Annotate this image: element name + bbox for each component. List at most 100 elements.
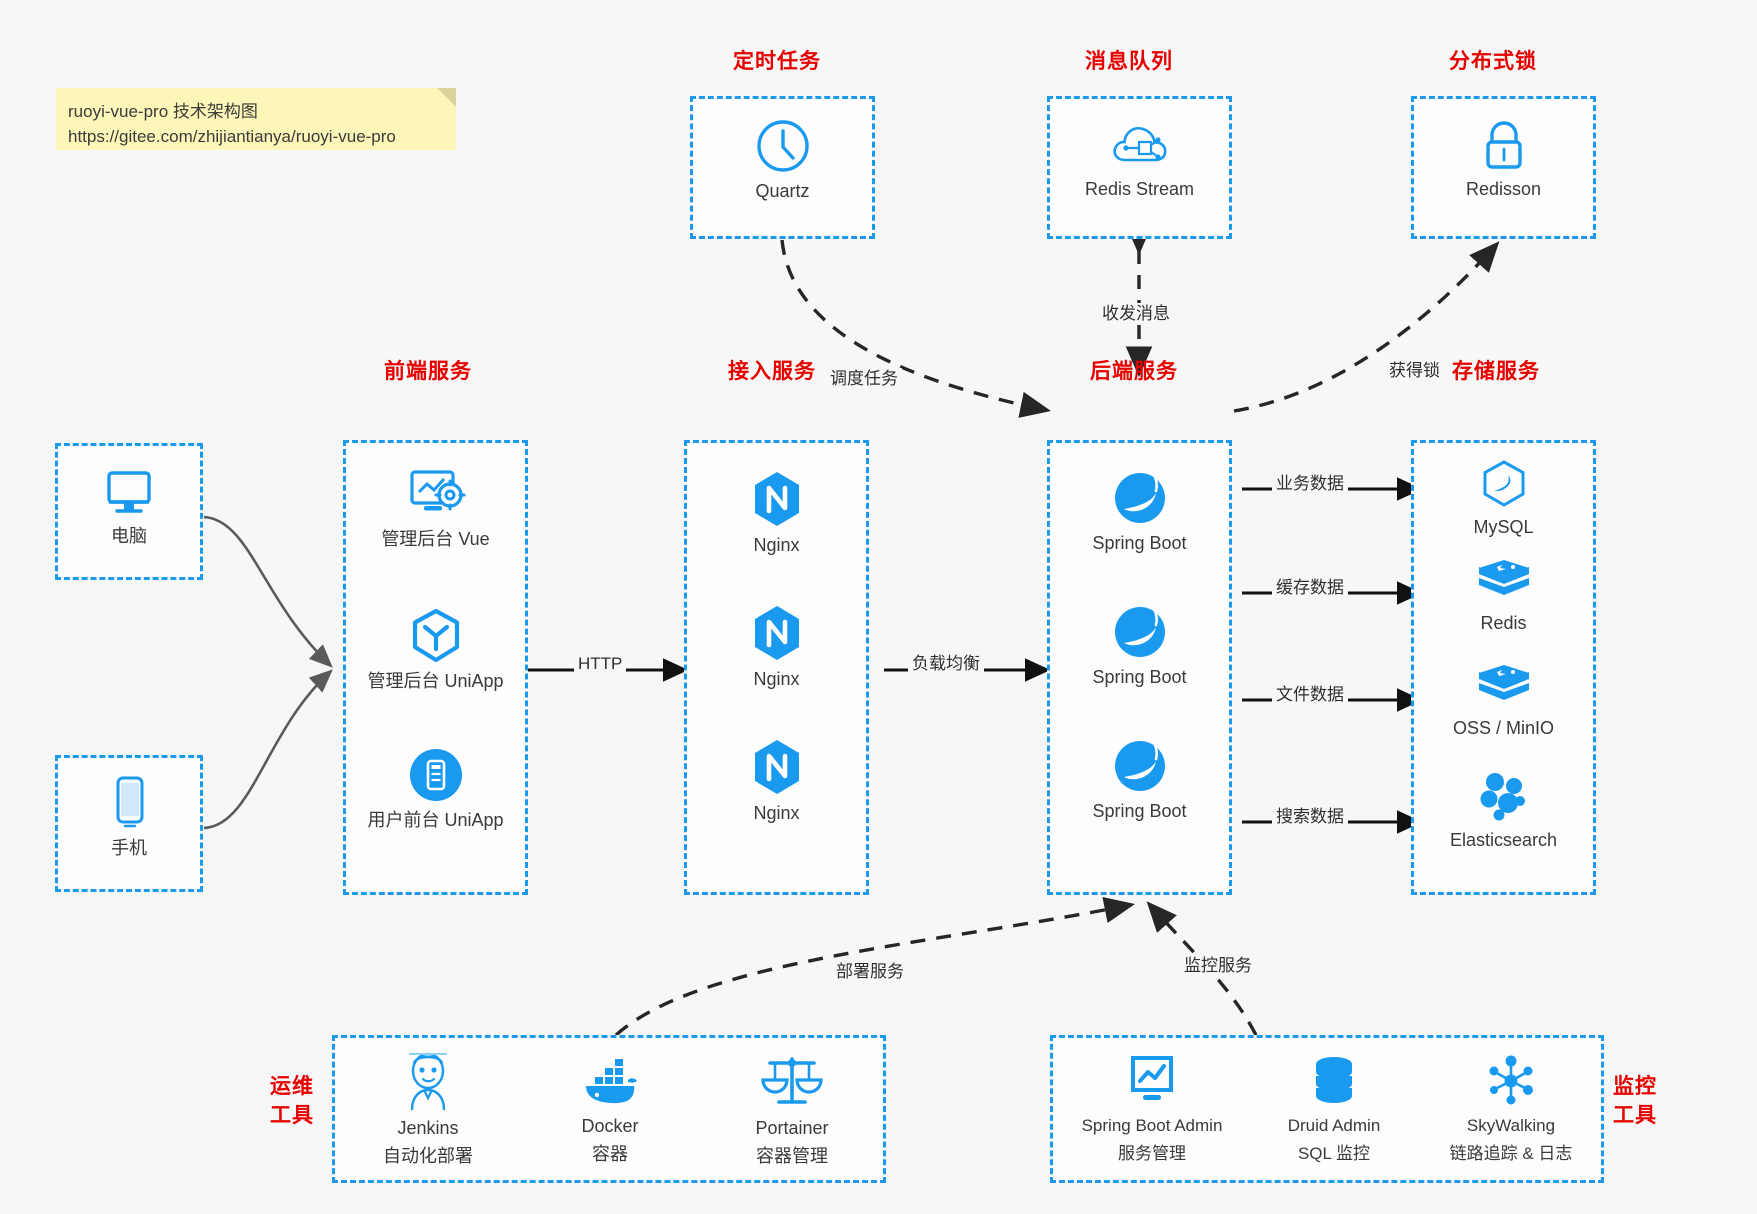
node-nginx-2[interactable]: Nginx: [687, 603, 866, 691]
node-label: MySQL: [1473, 517, 1534, 537]
node-desktop[interactable]: 电脑: [58, 464, 200, 548]
group-title-frontend: 前端服务: [384, 360, 472, 383]
elasticsearch-icon: [1480, 773, 1525, 821]
group-title-backend: 后端服务: [1090, 360, 1178, 383]
spring-boot-icon: [1114, 741, 1165, 791]
node-label: Spring Boot: [1092, 667, 1187, 687]
group-title-devops-line2: 工具: [270, 1104, 314, 1127]
mysql-icon: [1483, 460, 1524, 507]
node-oss-minio[interactable]: OSS / MinIO: [1414, 662, 1593, 740]
node-label: Druid Admin: [1287, 1116, 1381, 1135]
group-box-message-queue: Redis Stream: [1047, 96, 1232, 239]
node-admin-uniapp[interactable]: 管理后台 UniApp: [346, 607, 525, 693]
group-box-backend: Spring Boot Spring Boot Spring Boot: [1047, 440, 1232, 895]
node-label: Spring Boot: [1092, 533, 1187, 553]
edge-label-business-data: 业务数据: [1272, 473, 1348, 495]
edge-label-cache-data: 缓存数据: [1272, 577, 1348, 599]
group-box-desktop-client: 电脑: [55, 443, 203, 580]
edge-label-deploy-service: 部署服务: [832, 961, 908, 983]
node-nginx-3[interactable]: Nginx: [687, 737, 866, 825]
node-sublabel: 链路追踪 & 日志: [1449, 1144, 1573, 1163]
node-mysql[interactable]: MySQL: [1414, 459, 1593, 539]
node-spring-boot-3[interactable]: Spring Boot: [1050, 737, 1229, 823]
node-label: Redisson: [1465, 179, 1542, 199]
group-box-gateway: Nginx Nginx Nginx: [684, 440, 869, 895]
node-sublabel: 容器管理: [756, 1146, 828, 1166]
node-sublabel: 服务管理: [1118, 1144, 1186, 1163]
node-label: Portainer: [755, 1118, 829, 1138]
node-sublabel: 自动化部署: [383, 1146, 473, 1166]
note-title: ruoyi-vue-pro 技术架构图: [68, 102, 258, 121]
node-druid-admin[interactable]: Druid Admin SQL 监控: [1249, 1052, 1419, 1166]
group-title-scheduled-task: 定时任务: [733, 50, 821, 73]
mobile-app-icon: [409, 749, 462, 801]
node-label: 管理后台 Vue: [381, 529, 490, 549]
node-label: Spring Boot: [1092, 801, 1187, 821]
node-redis[interactable]: Redis: [1414, 557, 1593, 635]
node-portainer[interactable]: Portainer 容器管理: [707, 1050, 877, 1168]
group-box-scheduled-task: Quartz: [690, 96, 875, 239]
node-spring-boot-2[interactable]: Spring Boot: [1050, 603, 1229, 689]
node-label: Nginx: [753, 535, 800, 555]
group-title-devops: 运维 工具: [262, 1072, 322, 1130]
phone-icon: [116, 776, 144, 828]
group-box-monitoring: Spring Boot Admin 服务管理 Druid Admin SQL 监…: [1050, 1035, 1604, 1183]
node-spring-boot-admin[interactable]: Spring Boot Admin 服务管理: [1057, 1052, 1247, 1166]
node-label: Redis Stream: [1084, 179, 1195, 199]
edge-label-schedule-task: 调度任务: [826, 368, 902, 390]
edge-label-monitor-service: 监控服务: [1180, 955, 1256, 977]
group-box-storage: MySQL Redis OSS / MinIO: [1411, 440, 1596, 895]
clock-icon: [756, 120, 809, 172]
node-user-uniapp[interactable]: 用户前台 UniApp: [346, 746, 525, 832]
node-label: OSS / MinIO: [1452, 718, 1555, 738]
redis-icon: [1478, 560, 1529, 595]
group-title-devops-line1: 运维: [270, 1075, 314, 1098]
skywalking-icon: [1489, 1055, 1533, 1105]
node-spring-boot-1[interactable]: Spring Boot: [1050, 469, 1229, 555]
node-label: Quartz: [755, 181, 810, 201]
note-url: https://gitee.com/zhijiantianya/ruoyi-vu…: [68, 127, 396, 146]
node-label: Spring Boot Admin: [1081, 1116, 1223, 1135]
group-title-gateway: 接入服务: [728, 360, 816, 383]
group-box-frontend: 管理后台 Vue 管理后台 UniApp 用户前台 UniApp: [343, 440, 528, 895]
group-title-monitoring: 监控 工具: [1605, 1072, 1665, 1130]
monitor-chart-icon: [1131, 1056, 1173, 1100]
nginx-icon: [754, 472, 799, 526]
node-redisson[interactable]: Redisson: [1414, 117, 1593, 201]
node-label: Docker: [581, 1116, 639, 1136]
node-redis-stream[interactable]: Redis Stream: [1050, 117, 1229, 201]
group-box-distributed-lock: Redisson: [1411, 96, 1596, 239]
database-icon: [1316, 1057, 1352, 1103]
node-jenkins[interactable]: Jenkins 自动化部署: [343, 1050, 513, 1168]
edge-label-file-data: 文件数据: [1272, 684, 1348, 706]
node-admin-vue[interactable]: 管理后台 Vue: [346, 465, 525, 551]
note-fold-icon: [437, 88, 456, 107]
nginx-icon: [754, 740, 799, 794]
sticky-note: ruoyi-vue-pro 技术架构图 https://gitee.com/zh…: [56, 88, 456, 150]
node-sublabel: 容器: [592, 1144, 628, 1164]
node-docker[interactable]: Docker 容器: [525, 1052, 695, 1166]
node-label: Elasticsearch: [1449, 830, 1558, 850]
node-label: Jenkins: [397, 1118, 459, 1138]
node-elasticsearch[interactable]: Elasticsearch: [1414, 768, 1593, 852]
node-label: SkyWalking: [1466, 1116, 1556, 1135]
node-label: Nginx: [753, 669, 800, 689]
node-skywalking[interactable]: SkyWalking 链路追踪 & 日志: [1421, 1052, 1601, 1166]
group-title-message-queue: 消息队列: [1085, 50, 1173, 73]
dashboard-gear-icon: [409, 470, 465, 511]
group-title-storage: 存储服务: [1452, 360, 1540, 383]
node-mobile[interactable]: 手机: [58, 774, 200, 860]
edge-label-load-balance: 负载均衡: [908, 653, 984, 675]
node-quartz[interactable]: Quartz: [693, 117, 872, 203]
edge-label-http: HTTP: [574, 653, 627, 675]
group-box-devops: Jenkins 自动化部署 Docker 容器: [332, 1035, 886, 1183]
node-label: Nginx: [753, 803, 800, 823]
edge-label-message: 收发消息: [1098, 303, 1174, 325]
edge-label-search-data: 搜索数据: [1272, 806, 1348, 828]
cloud-stream-icon: [1112, 126, 1166, 162]
node-label: Redis: [1480, 613, 1527, 633]
node-nginx-1[interactable]: Nginx: [687, 469, 866, 557]
lock-icon: [1485, 121, 1522, 169]
docker-icon: [586, 1059, 637, 1104]
